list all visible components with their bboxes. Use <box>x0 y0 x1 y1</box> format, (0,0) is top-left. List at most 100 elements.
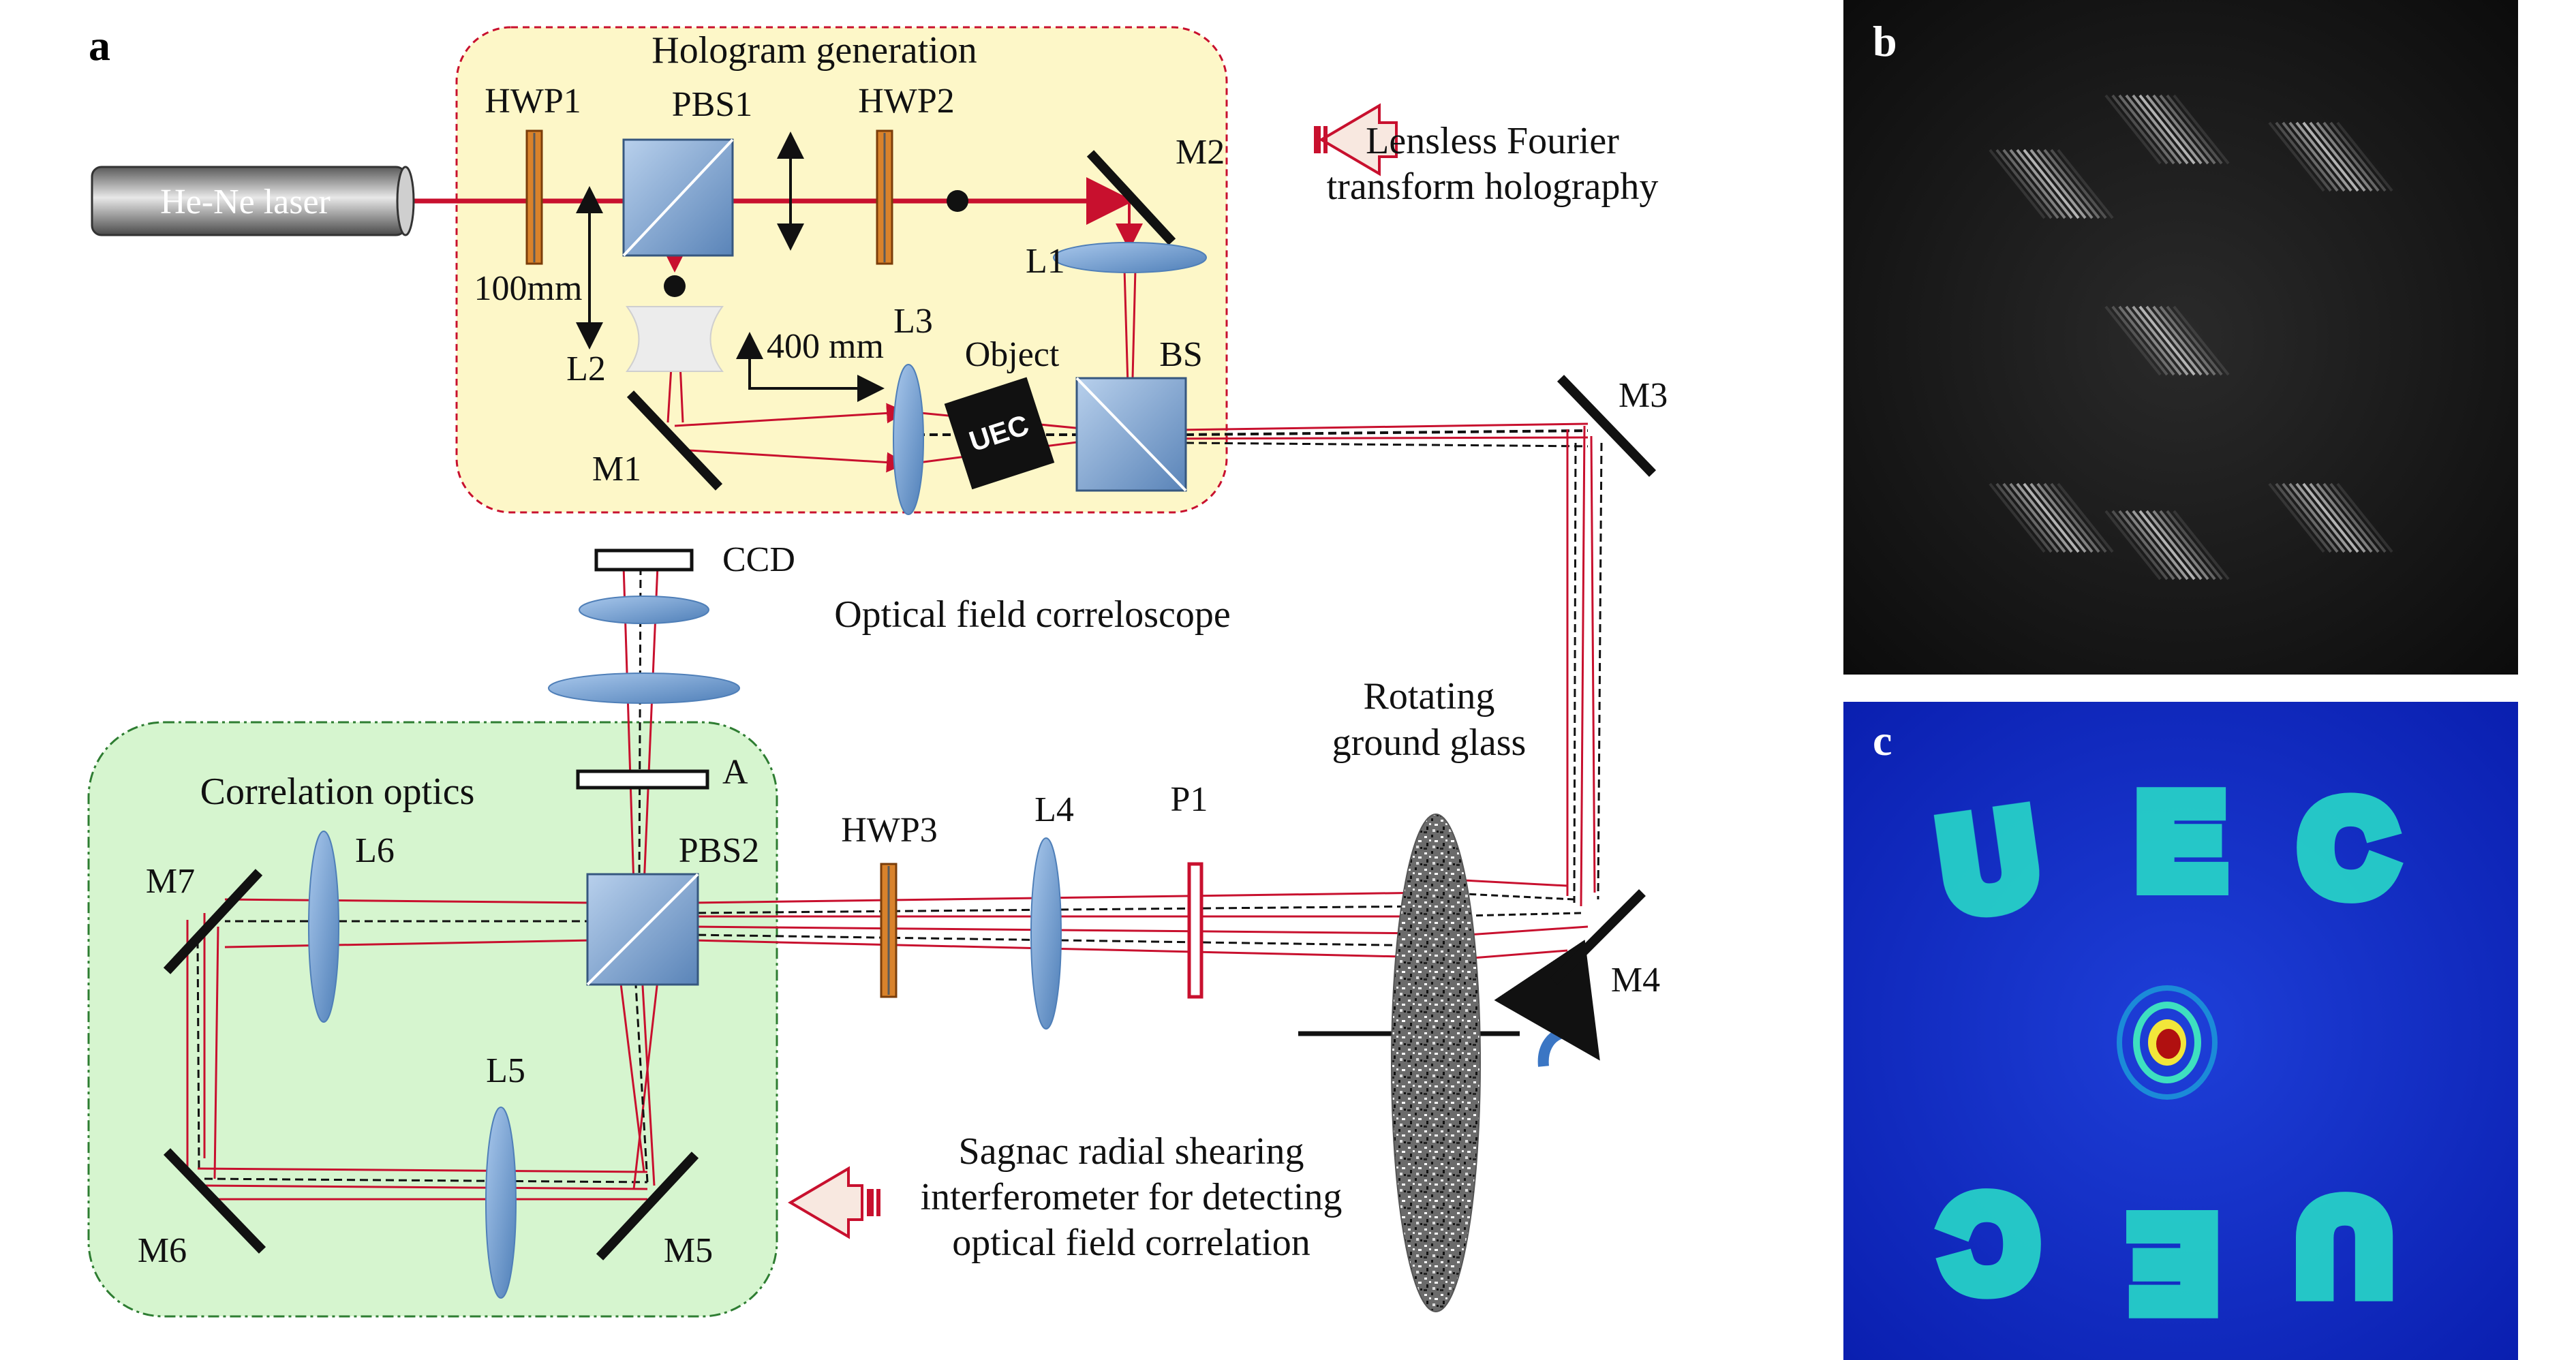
hologram-fringe <box>2111 510 2168 581</box>
hologram-fringe <box>2036 482 2094 553</box>
panel-letter-a: a <box>89 21 110 69</box>
hologram-fringe <box>2132 305 2189 376</box>
lens-ccd-upper <box>579 596 709 624</box>
polarization-dot-2 <box>664 275 686 297</box>
ccd-camera <box>594 548 694 572</box>
hologram-fringe <box>2166 94 2223 165</box>
lens-l5 <box>485 1107 517 1299</box>
polarizing-beam-splitter-2 <box>586 873 699 986</box>
hologram-fringe <box>2166 305 2223 376</box>
lensless-holography-arrow <box>1314 103 1398 176</box>
hologram-fringe <box>2309 482 2366 553</box>
hologram-fringe <box>2050 482 2107 553</box>
hologram-fringe <box>2002 482 2059 553</box>
mirror-m4 <box>1550 889 1646 985</box>
polarizer-p1 <box>1187 862 1203 999</box>
hwp2-label: HWP2 <box>858 82 955 121</box>
hologram-fringe <box>2118 305 2175 376</box>
hologram-generation-title: Hologram generation <box>651 29 977 72</box>
reconstruction-c-bottom: C <box>1943 1171 2036 1316</box>
hologram-fringe <box>2023 149 2080 219</box>
l4-label: L4 <box>1034 790 1074 829</box>
lens-l4 <box>1030 837 1062 1030</box>
hologram-fringe <box>2295 121 2352 192</box>
lensless-note-line2: transform holography <box>1327 166 1659 208</box>
hologram-fringe <box>2295 482 2352 553</box>
hologram-fringe <box>2057 482 2114 553</box>
p1-label: P1 <box>1171 780 1208 819</box>
lens-ccd-lower <box>548 673 740 704</box>
sagnac-note-line3: optical field correlation <box>952 1222 1310 1264</box>
hologram-fringe <box>2057 149 2114 219</box>
hologram-fringe <box>2173 94 2230 165</box>
l1-label: L1 <box>1026 242 1065 281</box>
aperture-label: A <box>722 753 748 792</box>
m7-label: M7 <box>146 862 195 901</box>
mirror-m1 <box>626 390 723 491</box>
ccd-label: CCD <box>722 540 795 579</box>
object-label: Object <box>965 335 1060 374</box>
hologram-fringe <box>2316 121 2373 192</box>
hologram-fringe <box>2152 94 2209 165</box>
mirror-m6 <box>163 1148 266 1254</box>
bs-label: BS <box>1159 335 1203 374</box>
hologram-fringe <box>2159 305 2216 376</box>
hologram-fringe <box>2125 510 2182 581</box>
hologram-fringe <box>2145 510 2203 581</box>
m5-label: M5 <box>664 1231 713 1270</box>
hologram-fringe <box>2288 482 2346 553</box>
hologram-fringe <box>2336 482 2393 553</box>
hologram-fringe <box>2016 149 2073 219</box>
panel-letter-c: c <box>1873 716 1892 764</box>
hologram-fringe <box>1989 482 2046 553</box>
hologram-fringe <box>2111 94 2168 165</box>
hologram-fringe <box>2118 94 2175 165</box>
hologram-fringe <box>2302 121 2359 192</box>
sagnac-note-line2: interferometer for detecting <box>921 1176 1343 1218</box>
lens-l3 <box>893 364 924 515</box>
hologram-fringe <box>1995 482 2053 553</box>
hologram-fringe <box>2288 121 2346 192</box>
hologram-fringe <box>2322 482 2380 553</box>
hologram-fringe <box>2043 482 2100 553</box>
half-wave-plate-3 <box>880 863 898 998</box>
hologram-fringe <box>2029 149 2087 219</box>
sagnac-note-line1: Sagnac radial shearing <box>959 1130 1304 1173</box>
hwp1-label: HWP1 <box>485 82 581 121</box>
pbs2-label: PBS2 <box>679 831 760 870</box>
hologram-fringe <box>2275 482 2332 553</box>
hologram-fringe <box>2138 510 2196 581</box>
m6-label: M6 <box>138 1231 187 1270</box>
hwp3-label: HWP3 <box>841 811 938 850</box>
hologram-fringe <box>2268 482 2325 553</box>
hologram-fringe <box>2104 94 2162 165</box>
hologram-fringe <box>2268 121 2325 192</box>
lens-l2 <box>626 306 724 372</box>
hologram-fringe <box>2043 149 2100 219</box>
half-wave-plate-2 <box>876 129 893 265</box>
hologram-fringe <box>2309 121 2366 192</box>
hologram-fringe <box>2132 94 2189 165</box>
reconstruction-u-top: U <box>1933 784 2046 940</box>
hologram-fringe <box>2173 305 2230 376</box>
hologram-fringe <box>2159 510 2216 581</box>
dimension-100mm-label: 100mm <box>474 269 583 308</box>
rotating-note-line2: ground glass <box>1332 722 1527 764</box>
hologram-fringe <box>2282 121 2339 192</box>
hologram-fringe <box>2002 149 2059 219</box>
polarizing-beam-splitter-1 <box>622 138 734 257</box>
aperture-a <box>576 769 709 790</box>
dimension-400mm-label: 400 mm <box>767 327 884 366</box>
hologram-fringe <box>2023 482 2080 553</box>
pbs1-label: PBS1 <box>672 85 753 124</box>
mirror-m7 <box>163 869 263 974</box>
hologram-fringe <box>2322 121 2380 192</box>
hologram-fringe <box>2118 510 2175 581</box>
m1-label: M1 <box>592 450 641 489</box>
hologram-fringe <box>2104 305 2162 376</box>
hologram-fringe <box>2050 149 2107 219</box>
hologram-fringe <box>2016 482 2073 553</box>
polarization-dot-1 <box>947 190 968 212</box>
l5-label: L5 <box>486 1051 525 1090</box>
